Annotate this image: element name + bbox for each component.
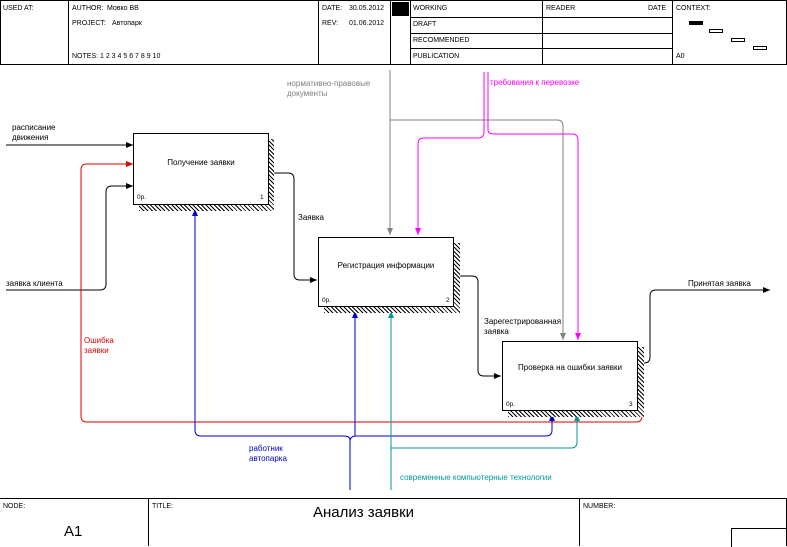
number-label: NUMBER: (583, 503, 616, 510)
reader-label: READER (546, 5, 576, 12)
author-label: AUTHOR: (72, 5, 104, 12)
label-accepted-request: Принятая заявка (688, 279, 751, 288)
box-3-title: Проверка на ошибки заявки (518, 363, 622, 372)
label-request-error: Ошибка заявки (84, 336, 114, 355)
working-status-marker (392, 2, 409, 16)
label-transport-requirements: требования к перевозке (490, 78, 580, 87)
project-label: PROJECT: (72, 20, 106, 27)
notes-label: NOTES: 1 2 3 4 5 6 7 8 9 10 (72, 53, 161, 60)
arrow-transport-requirements (415, 72, 485, 235)
date-value: 30.05.2012 (349, 5, 385, 12)
title-label: TITLE: (152, 503, 174, 510)
context-node: A0 (676, 53, 685, 60)
reader-date-label: DATE (648, 5, 667, 12)
arrow-registered-request (453, 275, 501, 379)
box-3-number: 3 (629, 401, 633, 408)
date-label: DATE: (322, 5, 343, 12)
arrow-request (268, 172, 317, 283)
label-client-request: заявка клиента (6, 279, 63, 288)
status-recommended: RECOMMENDED (413, 37, 470, 44)
label-fleet-worker: работник автопарка (249, 444, 287, 463)
arrow-request-error (80, 161, 643, 423)
status-working: WORKING (413, 5, 448, 12)
status-draft: DRAFT (413, 21, 437, 28)
label-schedule: расписание движения (12, 123, 56, 142)
box-1-number: 1 (260, 194, 264, 201)
box-2-number: 2 (446, 297, 450, 304)
box-1-cost: 0р. (137, 194, 147, 201)
box-3-cost: 0р. (506, 401, 516, 408)
box-1-title: Получение заявки (167, 158, 235, 167)
used-at-label: USED AT: (3, 5, 34, 12)
rev-value: 01.06.2012 (349, 20, 385, 27)
box-2-title: Регистрация информации (337, 261, 435, 270)
node-label: NODE: (3, 503, 26, 510)
box-2-cost: 0р. (322, 297, 332, 304)
label-modern-tech: современные компьютерные технологии (400, 473, 552, 482)
arrow-client-request (6, 183, 133, 291)
author-value: Мовко ВВ (107, 5, 139, 12)
diagram-title: Анализ заявки (312, 504, 415, 521)
rev-label: REV: (322, 20, 339, 27)
arrow-accepted-request (636, 287, 770, 364)
label-registered-request: Зарегестрированная заявка (484, 317, 562, 336)
project-value: Автопарк (112, 20, 142, 27)
label-regulatory: нормативно-правовые документы (287, 79, 371, 98)
context-label: CONTEXT: (676, 5, 711, 12)
status-publication: PUBLICATION (413, 53, 460, 60)
label-request: Заявка (298, 213, 324, 222)
node-value: A1 (64, 523, 83, 540)
